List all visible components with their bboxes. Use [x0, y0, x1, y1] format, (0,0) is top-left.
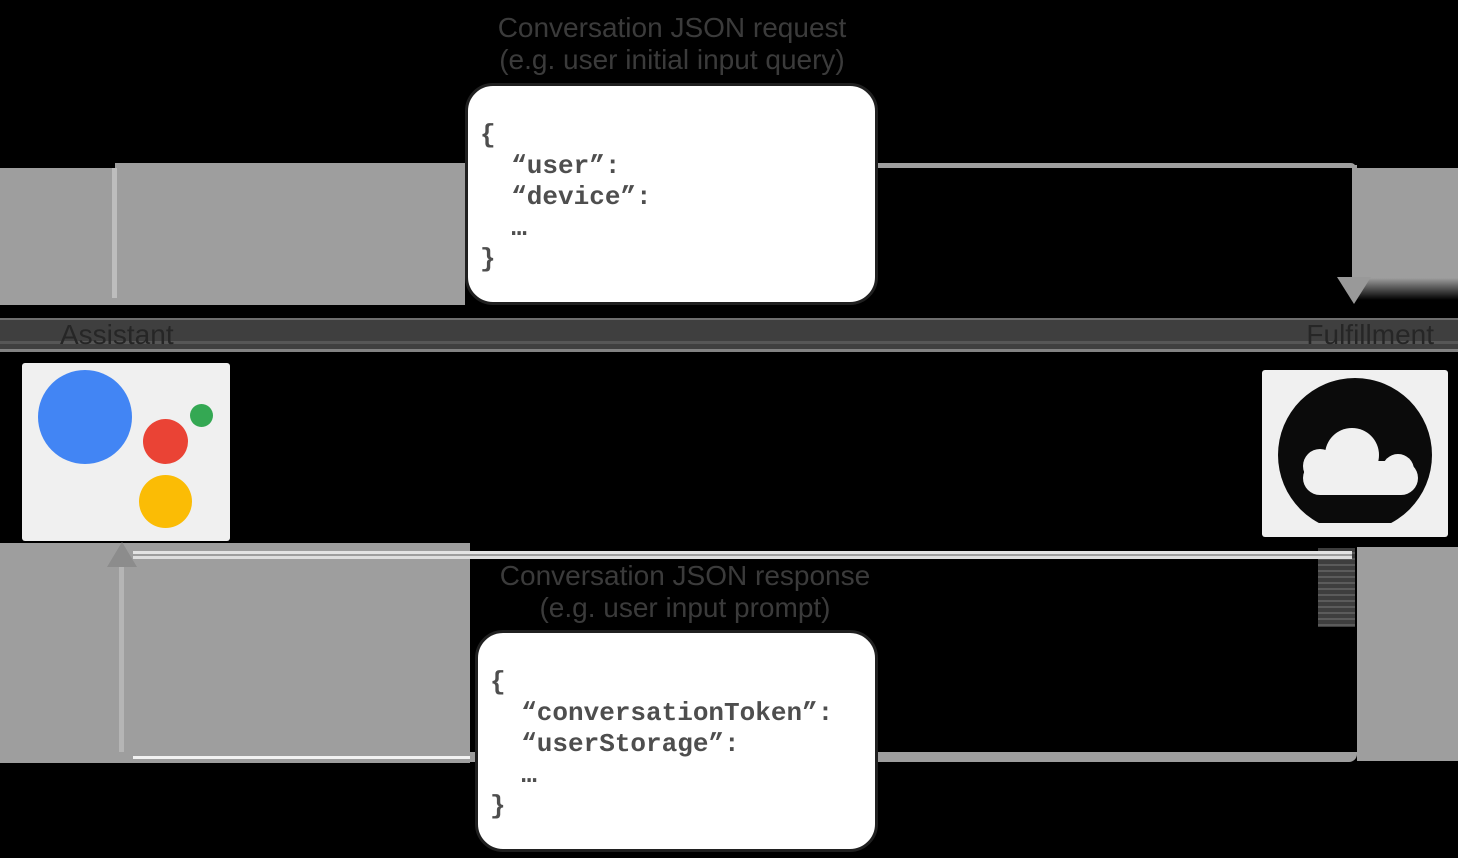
code-line: “user”: [480, 151, 621, 181]
code-line: } [490, 791, 506, 821]
request-label-line2: (e.g. user initial input query) [499, 44, 845, 75]
request-arrow-start-line [112, 168, 117, 298]
response-json-box: { “conversationToken”: “userStorage”: … … [475, 630, 878, 852]
code-line: { [490, 667, 506, 697]
code-line: “conversationToken”: [490, 698, 834, 728]
cloud-body [1303, 461, 1418, 495]
request-arrow-fade [1357, 278, 1458, 300]
code-line: … [480, 213, 527, 243]
code-line: } [480, 244, 496, 274]
code-line: { [480, 120, 496, 150]
assistant-card [22, 363, 230, 541]
request-arrow-body-left [0, 168, 465, 305]
response-arrow-artifact [1318, 548, 1355, 627]
response-arrow-body-right [1357, 547, 1458, 761]
response-label-line2: (e.g. user input prompt) [539, 592, 831, 623]
assistant-yellow-dot [139, 475, 192, 528]
code-line: “userStorage”: [490, 729, 740, 759]
response-arrow-shaft-highlight [133, 756, 470, 759]
response-arrow-upper-line [133, 551, 1352, 559]
code-line: … [490, 760, 537, 790]
response-arrow-body-left [0, 543, 470, 763]
fulfillment-label: Fulfillment [1306, 319, 1434, 350]
assistant-red-dot [143, 419, 188, 464]
code-line: “device”: [480, 182, 652, 212]
response-arrowhead-icon [107, 542, 137, 567]
actor-band [0, 318, 1458, 352]
assistant-green-dot [190, 404, 213, 427]
request-json-box: { “user”: “device”: … } [465, 83, 878, 305]
assistant-blue-dot [38, 370, 132, 464]
request-arrowhead-icon [1337, 277, 1371, 304]
assistant-label: Assistant [60, 319, 174, 350]
response-label-line1: Conversation JSON response [499, 560, 871, 591]
fulfillment-card [1262, 370, 1448, 537]
response-flow-label: Conversation JSON response (e.g. user in… [275, 560, 1095, 624]
request-label-line1: Conversation JSON request [497, 12, 847, 43]
response-arrow-end-line [119, 566, 124, 752]
request-flow-label: Conversation JSON request (e.g. user ini… [262, 12, 1082, 76]
request-arrow-elbow [1352, 165, 1357, 278]
request-arrow-body-right [1357, 168, 1458, 278]
